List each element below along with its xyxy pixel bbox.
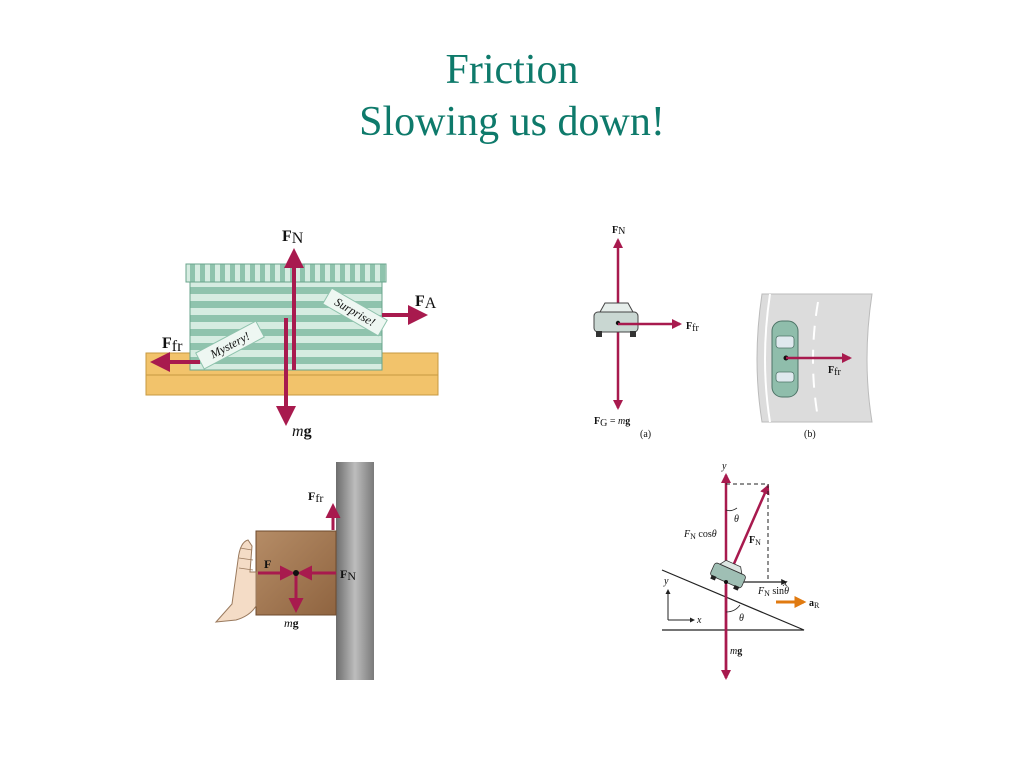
f-label: F bbox=[264, 557, 271, 571]
theta-top-label: θ bbox=[734, 514, 739, 525]
title-line-1: Friction bbox=[445, 47, 579, 93]
banked-incline-diagram: y x y x θ θ FN cosθ FN FN sinθ aR mg bbox=[661, 461, 820, 680]
car-curve-diagram: Ffr (b) bbox=[756, 293, 873, 440]
car-icon bbox=[710, 559, 746, 591]
y-axis-label: y bbox=[721, 461, 727, 472]
car-top-icon bbox=[771, 320, 799, 398]
box-friction-diagram: Mystery! Surprise! FN FA Ffr mg bbox=[145, 228, 439, 440]
gift-box-lid bbox=[185, 263, 387, 283]
mg-label: mg bbox=[292, 423, 312, 440]
fa-label: FA bbox=[415, 293, 437, 312]
ref-y-label: y bbox=[663, 576, 669, 587]
mg-label: mg bbox=[284, 616, 299, 630]
crate-center-dot bbox=[293, 570, 299, 576]
theta-arc-top bbox=[725, 507, 738, 512]
fn-label: FN bbox=[749, 535, 761, 547]
panel-a-label: (a) bbox=[640, 429, 651, 440]
x-axis-label: x bbox=[782, 578, 788, 589]
fn-label: FN bbox=[340, 567, 356, 583]
fn-label: FN bbox=[612, 225, 625, 237]
car-center-dot bbox=[724, 580, 728, 584]
fn-cos-label: FN cosθ bbox=[683, 529, 717, 541]
hand-icon bbox=[214, 539, 257, 623]
car-front-diagram: FN Ffr FG = mg (a) bbox=[593, 225, 699, 440]
panel-b-label: (b) bbox=[804, 429, 816, 440]
incline-surface bbox=[661, 569, 805, 631]
road-edge-left bbox=[764, 293, 771, 423]
title-line-2: Slowing us down! bbox=[359, 99, 665, 145]
slide-title: Friction Slowing us down! bbox=[0, 44, 1024, 148]
ar-label: aR bbox=[809, 598, 820, 610]
fn-label: FN bbox=[282, 228, 304, 247]
mg-label: mg bbox=[730, 646, 742, 657]
road-center-line bbox=[812, 301, 819, 419]
wall-friction-diagram: Ffr F FN mg bbox=[214, 462, 374, 680]
ffr-label: Ffr bbox=[308, 489, 323, 505]
ffr-label: Ffr bbox=[162, 335, 183, 355]
ffr-label: Ffr bbox=[828, 365, 841, 378]
wall bbox=[336, 462, 374, 680]
theta-arc-bottom bbox=[725, 604, 741, 613]
fg-label: FG = mg bbox=[594, 416, 630, 429]
ref-x-label: x bbox=[696, 615, 702, 626]
ffr-label: Ffr bbox=[686, 321, 699, 334]
theta-bottom-label: θ bbox=[739, 613, 744, 624]
fn-sin-label: FN sinθ bbox=[757, 586, 789, 598]
car-front-icon bbox=[593, 302, 639, 337]
dashed-components bbox=[726, 483, 769, 582]
